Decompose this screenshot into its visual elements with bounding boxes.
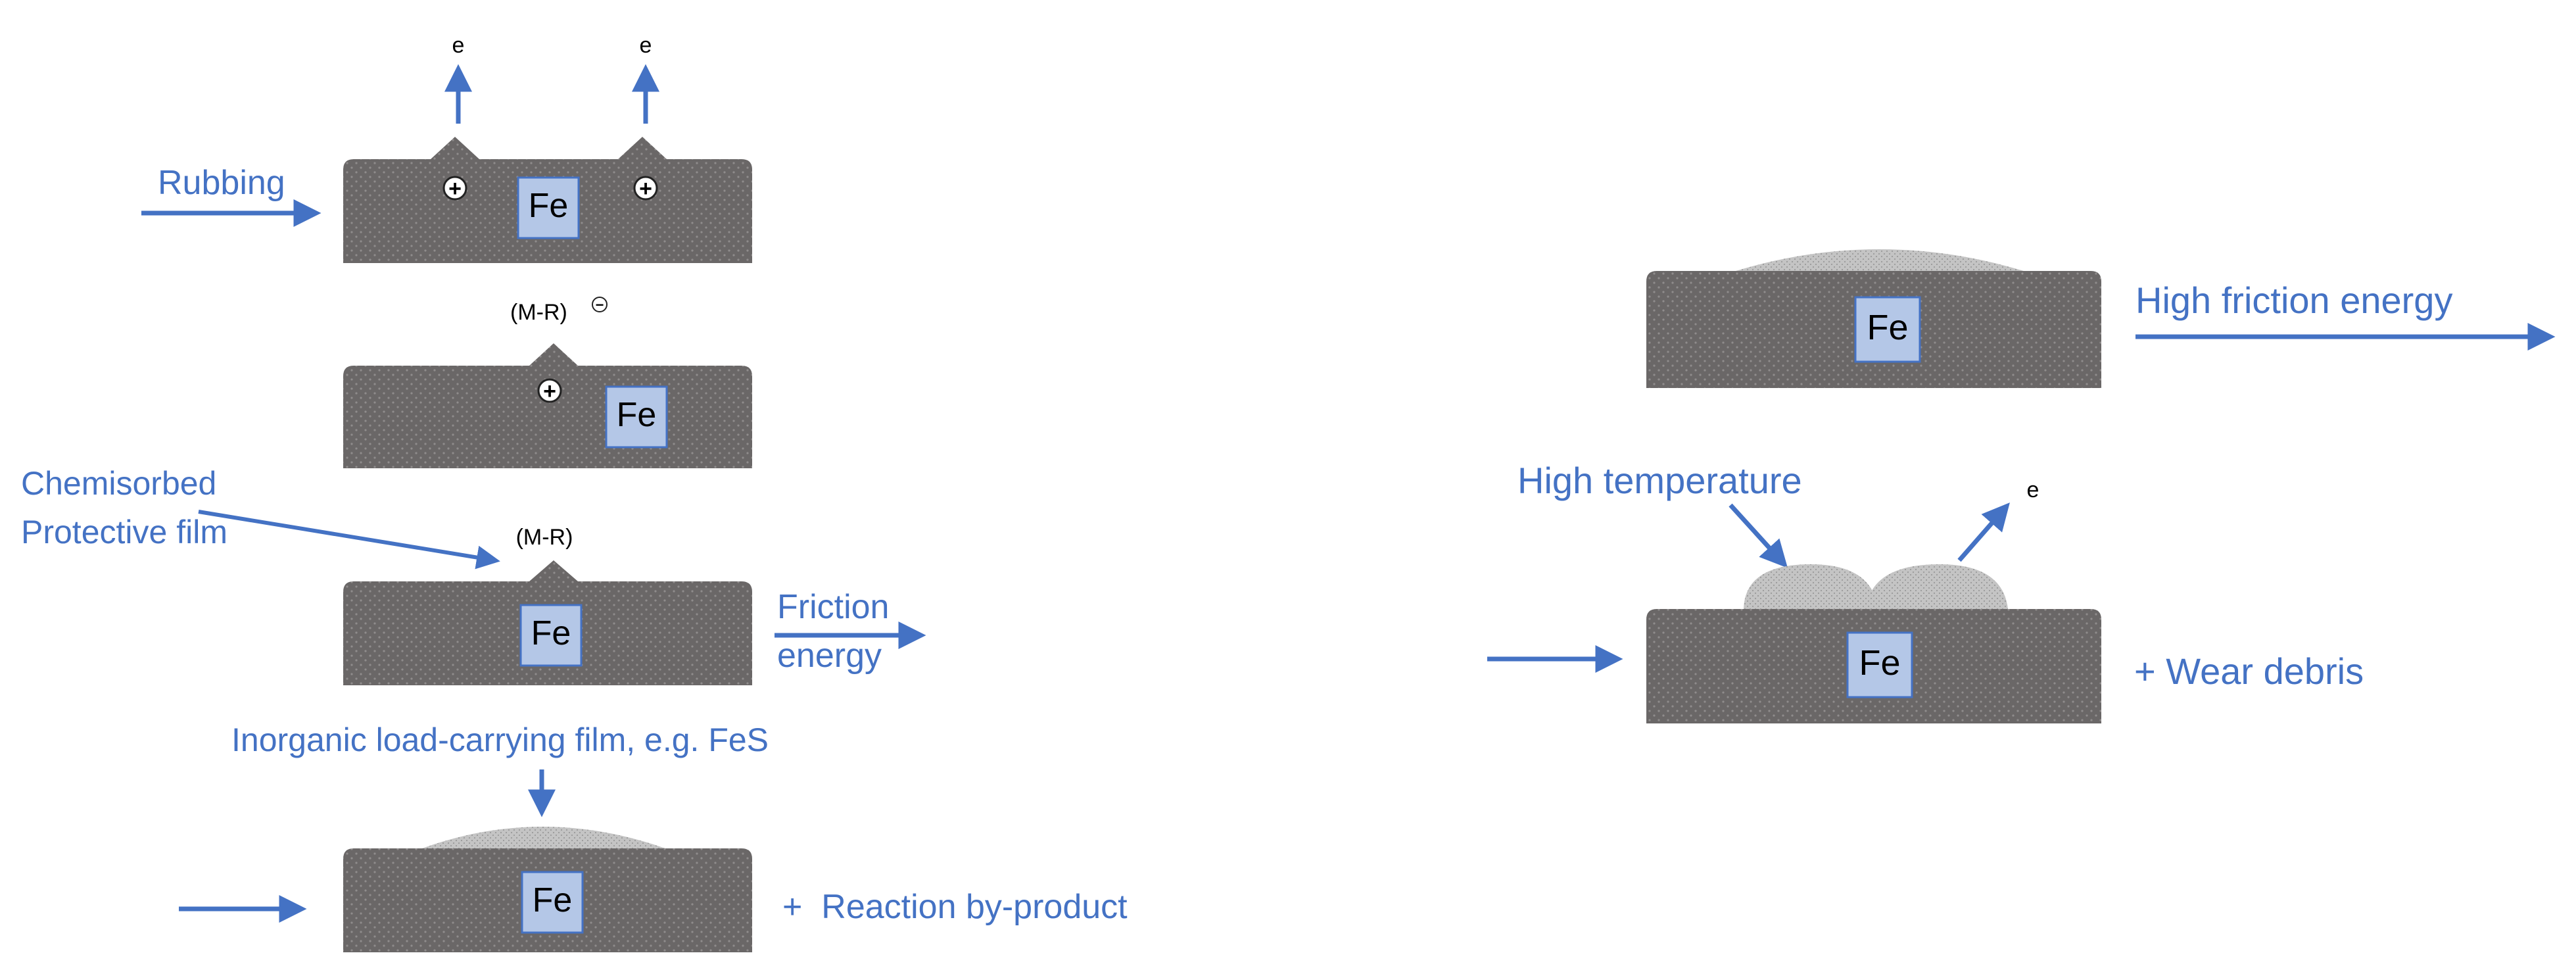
reaction-byproduct-label: + Reaction by-product (782, 888, 1128, 926)
block-chemisorbed: (M-R) Chemisorbed Protective film Fe Fri… (21, 465, 926, 685)
electron-arrow (1957, 502, 2010, 562)
svg-text:+: + (543, 379, 556, 404)
block-rubbing: e e + + Fe Rubbing (141, 33, 752, 263)
friction-energy-label: Friction (777, 588, 889, 626)
load-carrying-film (1736, 249, 2024, 271)
fe-box (1846, 631, 1913, 698)
fe-label: Fe (529, 187, 569, 225)
svg-text:+: + (639, 176, 652, 201)
load-carrying-film (422, 827, 665, 848)
protective-film-label: Protective film (21, 514, 227, 550)
svg-text:+: + (448, 176, 462, 201)
fe-box (521, 871, 584, 934)
friction-energy-label: energy (777, 637, 882, 675)
fe-label: Fe (533, 881, 573, 919)
wear-debris-particle (1744, 564, 1878, 609)
electron-label: e (452, 33, 465, 58)
positive-charge-icon: + (633, 176, 658, 201)
high-friction-energy-label: High friction energy (2135, 280, 2452, 321)
svg-text:−: − (596, 297, 604, 313)
fe-box (605, 385, 668, 449)
pointer-arrow (198, 510, 500, 570)
pointer-arrow (1729, 503, 1788, 568)
positive-charge-icon: + (442, 176, 467, 201)
fe-box (1854, 296, 1921, 363)
block-inorganic-film: Inorganic load-carrying film, e.g. FeS F… (179, 721, 1128, 952)
mr-label: (M-R) (516, 525, 573, 550)
inorganic-film-label: Inorganic load-carrying film, e.g. FeS (231, 721, 769, 758)
positive-charge-icon: + (537, 378, 562, 404)
fe-label: Fe (617, 396, 657, 434)
electron-label: e (2027, 477, 2039, 502)
fe-label: Fe (1859, 643, 1900, 683)
block-wear: High temperature e Fe + Wear debris (1487, 460, 2364, 723)
fe-label: Fe (531, 614, 571, 652)
block-high-friction: Fe High friction energy (1646, 249, 2556, 388)
high-temperature-label: High temperature (1517, 460, 1802, 501)
mr-anion-label: (M-R) (510, 300, 567, 325)
fe-box (519, 604, 583, 667)
negative-charge-icon: − (592, 297, 608, 313)
block-adsorption: (M-R) − + Fe (343, 297, 752, 468)
wear-debris-label: + Wear debris (2134, 650, 2364, 692)
fe-box (517, 176, 580, 239)
chemisorbed-label: Chemisorbed (21, 465, 216, 502)
wear-debris-particle (1866, 564, 2008, 609)
rubbing-label: Rubbing (158, 164, 285, 202)
fe-label: Fe (1867, 308, 1908, 347)
electron-label: e (640, 33, 652, 58)
metal-block (343, 343, 752, 468)
